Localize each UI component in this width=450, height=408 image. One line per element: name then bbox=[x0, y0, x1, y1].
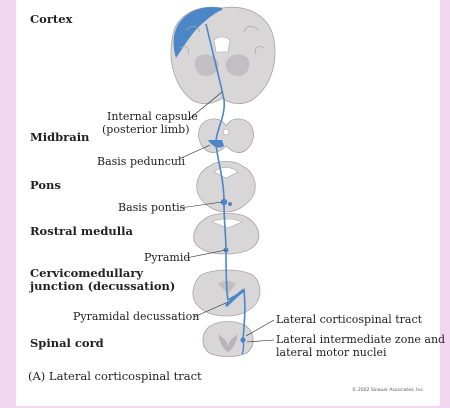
label-internal-capsule-line2: (posterior limb) bbox=[102, 123, 190, 136]
label-rostral-medulla: Rostral medulla bbox=[30, 224, 133, 238]
rostral-medulla-section bbox=[193, 213, 260, 255]
label-cortex: Cortex bbox=[30, 12, 73, 26]
motor-cortex-highlight bbox=[173, 7, 222, 58]
label-spinal-cord: Spinal cord bbox=[30, 336, 104, 350]
label-cervicomedullary-line1: Cervicomedullary bbox=[30, 266, 144, 280]
pons-section bbox=[196, 161, 256, 213]
label-pons: Pons bbox=[30, 178, 61, 192]
label-pyramid: Pyramid bbox=[144, 251, 191, 264]
coronal-brain-section bbox=[170, 6, 276, 104]
label-internal-capsule-line1: Internal capsule bbox=[107, 110, 198, 123]
figure-caption: (A) Lateral corticospinal tract bbox=[28, 369, 202, 383]
spinal-cord-section bbox=[202, 321, 254, 357]
label-basis-pontis: Basis pontis bbox=[118, 201, 186, 214]
corticospinal-tract-path bbox=[205, 23, 246, 341]
label-midbrain: Midbrain bbox=[30, 130, 90, 144]
label-cervicomedullary-line2: junction (decussation) bbox=[30, 279, 176, 293]
label-lateral-corticospinal-tract: Lateral corticospinal tract bbox=[276, 313, 423, 326]
label-pyramidal-decussation: Pyramidal decussation bbox=[73, 310, 200, 323]
copyright-notice: © 2002 Sinauer Associates, Inc. bbox=[352, 388, 425, 393]
midbrain-section bbox=[198, 118, 254, 153]
label-lateral-intermediate-zone-line1: Lateral intermediate zone and bbox=[276, 333, 446, 346]
label-lateral-intermediate-zone-line2: lateral motor nuclei bbox=[276, 346, 387, 359]
label-basis-pedunculi: Basis pedunculi bbox=[97, 155, 185, 168]
leader-lines bbox=[176, 91, 275, 343]
